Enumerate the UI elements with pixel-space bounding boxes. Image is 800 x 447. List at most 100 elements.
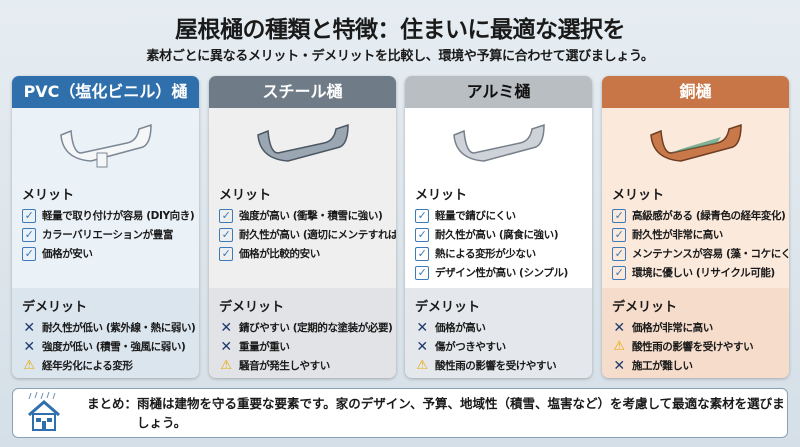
demerit-item: ⚠ 騒音が発生しやすい xyxy=(219,356,386,375)
checkbox-icon: ✓ xyxy=(415,265,429,280)
merit-text: 価格が安い xyxy=(42,248,93,260)
card-header: 銅樋 xyxy=(602,76,789,108)
gutter-image xyxy=(209,108,396,178)
page-title: 屋根樋の種類と特徴：住まいに最適な選択を xyxy=(175,17,626,43)
gutter-card: アルミ樋 メリット ✓ 軽量で錆びにくい ✓ 耐久性が高い (腐食に強い) ✓ 熱による変形… xyxy=(405,76,592,378)
demerit-item: ✕ 耐久性が低い (紫外線・熱に弱い) xyxy=(22,318,196,337)
merit-title: メリット xyxy=(415,188,468,203)
demerit-text: 錆びやすい (定期的な塗装が必要) xyxy=(239,322,393,334)
x-icon: ✕ xyxy=(416,319,428,336)
demerit-item: ✕ 価格が非常に高い xyxy=(612,318,779,337)
checkbox-icon: ✓ xyxy=(219,227,233,242)
checkbox-icon: ✓ xyxy=(415,208,429,223)
demerit-text: 酸性雨の影響を受けやすい xyxy=(632,341,754,353)
demerit-text: 重量が重い xyxy=(239,341,290,353)
demerit-item: ✕ 強度が低い (積雪・強風に弱い) xyxy=(22,337,189,356)
demerit-item: ⚠ 酸性雨の影響を受けやすい xyxy=(415,356,582,375)
page-subtitle: 素材ごとに異なるメリット・デメリットを比較し、環境や予算に合わせて選びましょう。 xyxy=(146,49,654,64)
checkbox-icon: ✓ xyxy=(612,208,626,223)
x-icon: ✕ xyxy=(23,319,35,336)
merit-text: 高級感がある (緑青色の経年変化) xyxy=(632,210,786,222)
demerit-item: ⚠ 経年劣化による変形 xyxy=(22,356,189,375)
demerit-title: デメリット xyxy=(22,300,88,315)
demerit-title: デメリット xyxy=(612,300,678,315)
x-icon: ✕ xyxy=(416,338,428,355)
summary-label: まとめ： xyxy=(87,396,138,411)
merit-item: ✓環境に優しい (リサイクル可能) xyxy=(612,263,789,282)
demerit-item: ✕ 重量が重い xyxy=(219,337,386,356)
summary-text: 雨樋は建物を守る重要な要素です。家のデザイン、予算、地域性（積雪、塩害など）を考… xyxy=(137,396,785,430)
merit-text: 耐久性が非常に高い xyxy=(632,229,723,241)
card-header: PVC（塩化ビニル）樋 xyxy=(12,76,199,108)
merit-item: ✓ 価格が安い xyxy=(22,244,199,263)
demerit-title: デメリット xyxy=(415,300,481,315)
x-icon: ✕ xyxy=(613,319,625,336)
x-icon: ✕ xyxy=(220,338,232,355)
gutter-card: PVC（塩化ビニル）樋 メリット ✓ 軽量で取り付けが容易 (DIY向き) ✓ カラーバ… xyxy=(12,76,199,378)
checkbox-icon: ✓ xyxy=(219,208,233,223)
merit-text: 熱による変形が少ない xyxy=(435,248,536,260)
gutter-image xyxy=(405,108,592,178)
demerit-text: 耐久性が低い (紫外線・熱に弱い) xyxy=(42,322,196,334)
warning-icon: ⚠ xyxy=(220,358,232,373)
checkbox-icon: ✓ xyxy=(415,246,429,261)
house-rain-icon xyxy=(27,391,61,435)
demerit-text: 騒音が発生しやすい xyxy=(239,360,330,372)
merit-item: ✓ 耐久性が高い (腐食に強い) xyxy=(415,225,592,244)
demerit-text: 経年劣化による変形 xyxy=(42,360,133,372)
merit-item: ✓ 熱による変形が少ない xyxy=(415,244,592,263)
merit-title: メリット xyxy=(612,188,665,203)
checkbox-icon: ✓ xyxy=(219,246,233,261)
demerit-text: 傷がつきやすい xyxy=(435,341,506,353)
summary-box: まとめ： 雨樋は建物を守る重要な要素です。家のデザイン、予算、地域性（積雪、塩害… xyxy=(12,388,788,438)
merit-text: カラーバリエーションが豊富 xyxy=(42,229,173,241)
gutter-card: 銅樋 メリット ✓ 高級感がある (緑青色の経年変化) ✓ 耐久性が非常に高い ✓ メンテナ… xyxy=(602,76,789,378)
demerit-text: 価格が非常に高い xyxy=(632,322,713,334)
merit-text: デザイン性が高い (シンプル) xyxy=(435,267,568,279)
card-header: スチール樋 xyxy=(209,76,396,108)
merit-text: 軽量で錆びにくい xyxy=(435,210,516,222)
merit-item: ✓価格が比較的安い xyxy=(219,244,396,263)
demerit-text: 価格が高い xyxy=(435,322,486,334)
merit-item: ✓ 高級感がある (緑青色の経年変化) xyxy=(612,206,789,225)
merit-title: メリット xyxy=(22,188,75,203)
merit-item: ✓ デザイン性が高い (シンプル) xyxy=(415,263,592,282)
merit-item: ✓ 強度が高い (衝撃・積雪に強い) xyxy=(219,206,396,225)
merit-text: メンテナンスが容易 (藻・コケにくい) xyxy=(632,248,789,260)
demerit-title: デメリット xyxy=(219,300,285,315)
merit-text: 強度が高い (衝撃・積雪に強い) xyxy=(239,210,383,222)
warning-icon: ⚠ xyxy=(23,358,35,373)
checkbox-icon: ✓ xyxy=(612,227,626,242)
checkbox-icon: ✓ xyxy=(22,246,36,261)
demerit-item: ✕ 傷がつきやすい xyxy=(415,337,582,356)
merit-title: メリット xyxy=(219,188,272,203)
merit-text: 環境に優しい (リサイクル可能) xyxy=(632,267,775,279)
merit-text: 軽量で取り付けが容易 (DIY向き) xyxy=(42,210,195,222)
card-header: アルミ樋 xyxy=(405,76,592,108)
merit-item: ✓ カラーバリエーションが豊富 xyxy=(22,225,199,244)
checkbox-icon: ✓ xyxy=(22,208,36,223)
gutter-image xyxy=(602,108,789,178)
demerit-item: ✕ 価格が高い xyxy=(415,318,582,337)
x-icon: ✕ xyxy=(23,338,35,355)
warning-icon: ⚠ xyxy=(613,339,625,354)
checkbox-icon: ✓ xyxy=(612,246,626,261)
gutter-image xyxy=(12,108,199,178)
merit-item: ✓ 耐久性が非常に高い xyxy=(612,225,789,244)
merit-text: 耐久性が高い (適切にメンテすれば) xyxy=(239,229,396,241)
checkbox-icon: ✓ xyxy=(415,227,429,242)
demerit-item: ⚠ 酸性雨の影響を受けやすい xyxy=(612,337,779,356)
demerit-text: 強度が低い (積雪・強風に弱い) xyxy=(42,341,186,353)
merit-item: ✓ 耐久性が高い (適切にメンテすれば) xyxy=(219,225,396,244)
gutter-card: スチール樋 メリット ✓ 強度が高い (衝撃・積雪に強い) ✓ 耐久性が高い (適切にメ… xyxy=(209,76,396,378)
demerit-text: 酸性雨の影響を受けやすい xyxy=(435,360,557,372)
merit-text: 耐久性が高い (腐食に強い) xyxy=(435,229,559,241)
demerit-text: 施工が難しい xyxy=(632,360,693,372)
x-icon: ✕ xyxy=(613,357,625,374)
x-icon: ✕ xyxy=(220,319,232,336)
demerit-item: ✕ 錆びやすい (定期的な塗装が必要) xyxy=(219,318,393,337)
merit-item: ✓ メンテナンスが容易 (藻・コケにくい) xyxy=(612,244,789,263)
checkbox-icon: ✓ xyxy=(22,227,36,242)
warning-icon: ⚠ xyxy=(416,358,428,373)
merit-item: ✓ 軽量で錆びにくい xyxy=(415,206,592,225)
